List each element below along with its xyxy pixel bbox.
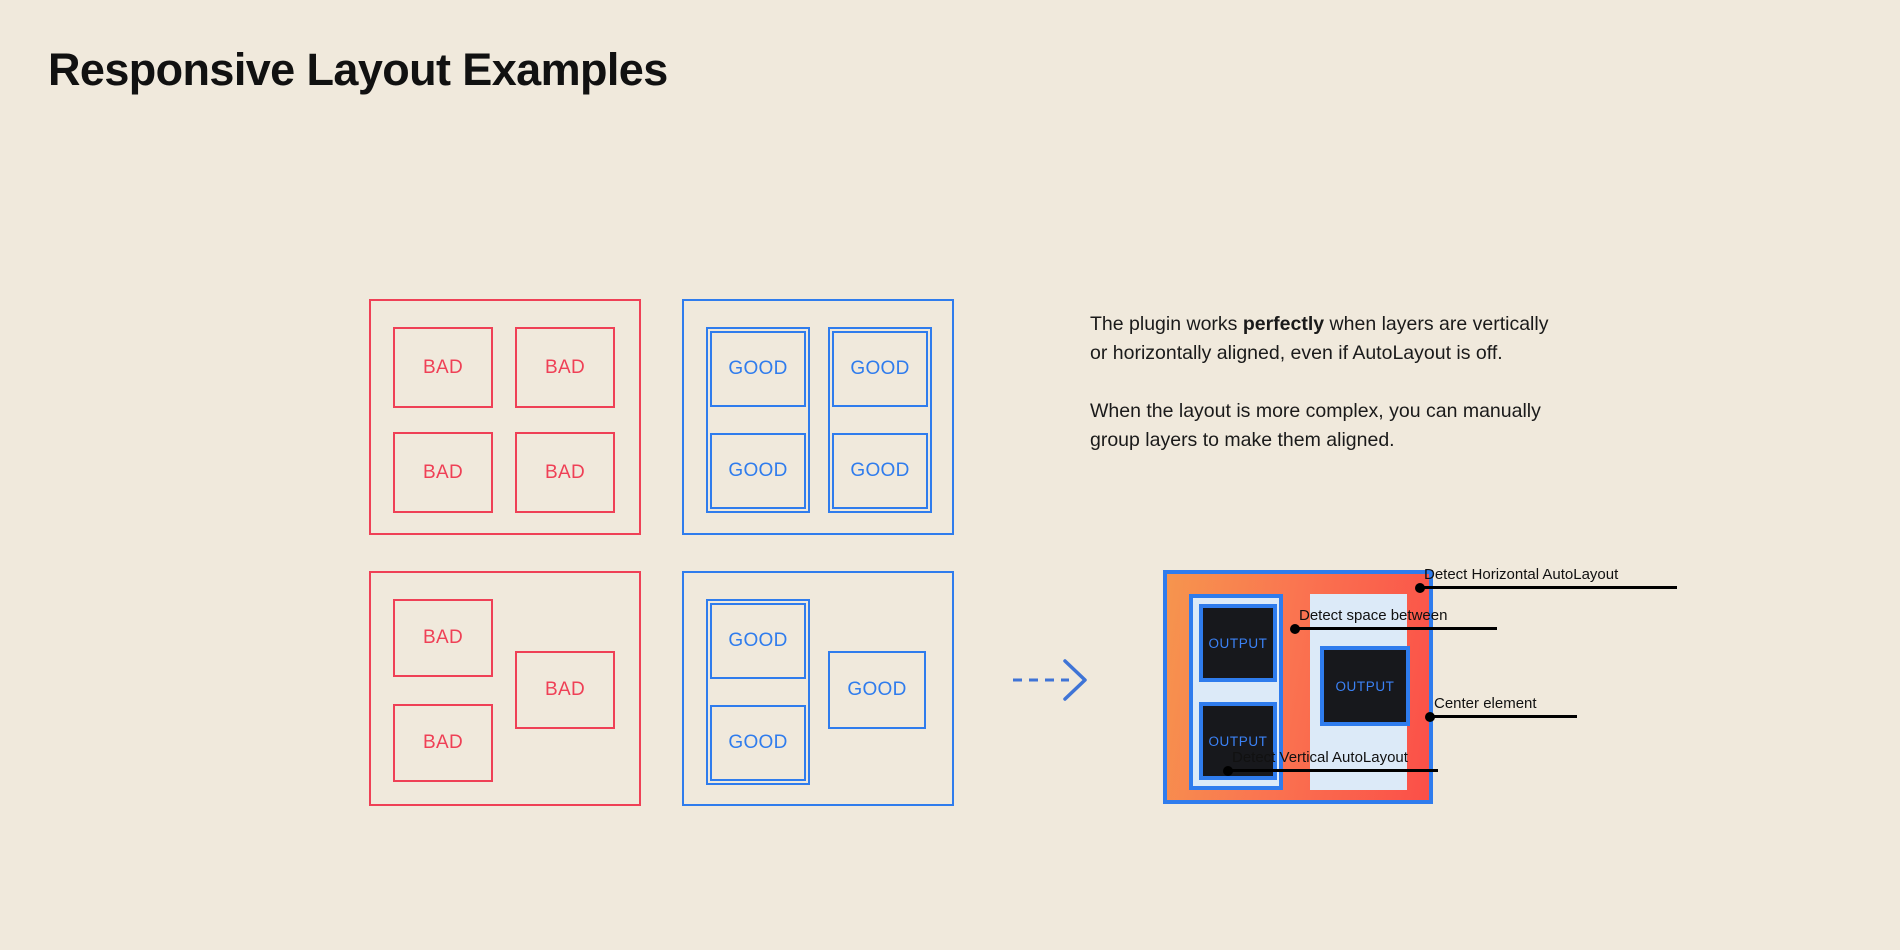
layer-group-wrapper — [706, 599, 810, 785]
arrow-right-dashed-icon — [1013, 655, 1093, 705]
example-box-good: GOOD — [710, 331, 806, 407]
annotation-anchor-dot — [1290, 623, 1300, 634]
description-p1-part2: when layers are vertically or horizontal… — [1090, 313, 1549, 364]
page-title: Responsive Layout Examples — [48, 44, 668, 95]
detection-diagram: OUTPUT OUTPUT OUTPUT — [1163, 570, 1433, 804]
annotation-center-element: Center element — [1425, 684, 1577, 722]
annotation-leader-line — [1228, 769, 1438, 772]
layer-group-wrapper — [828, 327, 932, 513]
example-box-bad: BAD — [393, 327, 493, 408]
detected-vertical-group: OUTPUT OUTPUT — [1189, 594, 1283, 790]
description-paragraph-2: When the layout is more complex, you can… — [1090, 400, 1541, 451]
example-box-bad: BAD — [393, 704, 493, 782]
detected-centered-panel: OUTPUT — [1310, 594, 1410, 790]
annotation-anchor-dot — [1223, 765, 1233, 776]
annotation-anchor-dot — [1415, 582, 1425, 593]
example-box-good: GOOD — [832, 433, 928, 509]
description-p1-emphasis: perfectly — [1242, 313, 1325, 335]
annotation-leader-line — [1295, 627, 1497, 630]
example-box-good: GOOD — [832, 331, 928, 407]
annotation-label: Detect space between — [1299, 607, 1448, 624]
annotation-detect-vertical-autolayout: Detect Vertical AutoLayout — [1223, 738, 1438, 776]
example-box-bad: BAD — [393, 432, 493, 513]
annotation-anchor-dot — [1425, 711, 1435, 722]
example-box-bad: BAD — [393, 599, 493, 677]
example-box-bad: BAD — [515, 651, 615, 729]
annotation-label: Center element — [1434, 695, 1537, 712]
annotation-detect-horizontal-autolayout: Detect Horizontal AutoLayout — [1415, 555, 1677, 593]
annotation-leader-line — [1430, 715, 1577, 718]
example-box-good: GOOD — [710, 705, 806, 781]
example-box-good: GOOD — [710, 433, 806, 509]
output-box: OUTPUT — [1199, 702, 1277, 780]
annotation-leader-line — [1420, 586, 1677, 589]
description-paragraph-1: The plugin works perfectly when layers a… — [1090, 310, 1560, 368]
description-p1-part1: The plugin works — [1090, 313, 1243, 335]
panel-grid-aligned-bad: BAD BAD BAD BAD — [369, 299, 641, 535]
annotation-detect-space-between: Detect space between — [1290, 596, 1497, 634]
example-box-bad: BAD — [515, 327, 615, 408]
annotation-label: Detect Vertical AutoLayout — [1232, 749, 1408, 766]
panel-complex-layout-bad: BAD BAD BAD — [369, 571, 641, 806]
output-box: OUTPUT — [1320, 646, 1410, 726]
example-box-bad: BAD — [515, 432, 615, 513]
description-copy: The plugin works perfectly when layers a… — [1090, 310, 1560, 455]
examples-grid: BAD BAD BAD BAD GOOD GOOD GOOD GOOD BAD … — [369, 299, 974, 806]
annotation-label: Detect Horizontal AutoLayout — [1424, 566, 1619, 583]
panel-grid-aligned-good: GOOD GOOD GOOD GOOD — [682, 299, 954, 535]
layer-group-wrapper — [706, 327, 810, 513]
panel-complex-layout-good: GOOD GOOD GOOD — [682, 571, 954, 806]
example-box-good: GOOD — [828, 651, 926, 729]
example-box-good: GOOD — [710, 603, 806, 679]
output-box: OUTPUT — [1199, 604, 1277, 682]
